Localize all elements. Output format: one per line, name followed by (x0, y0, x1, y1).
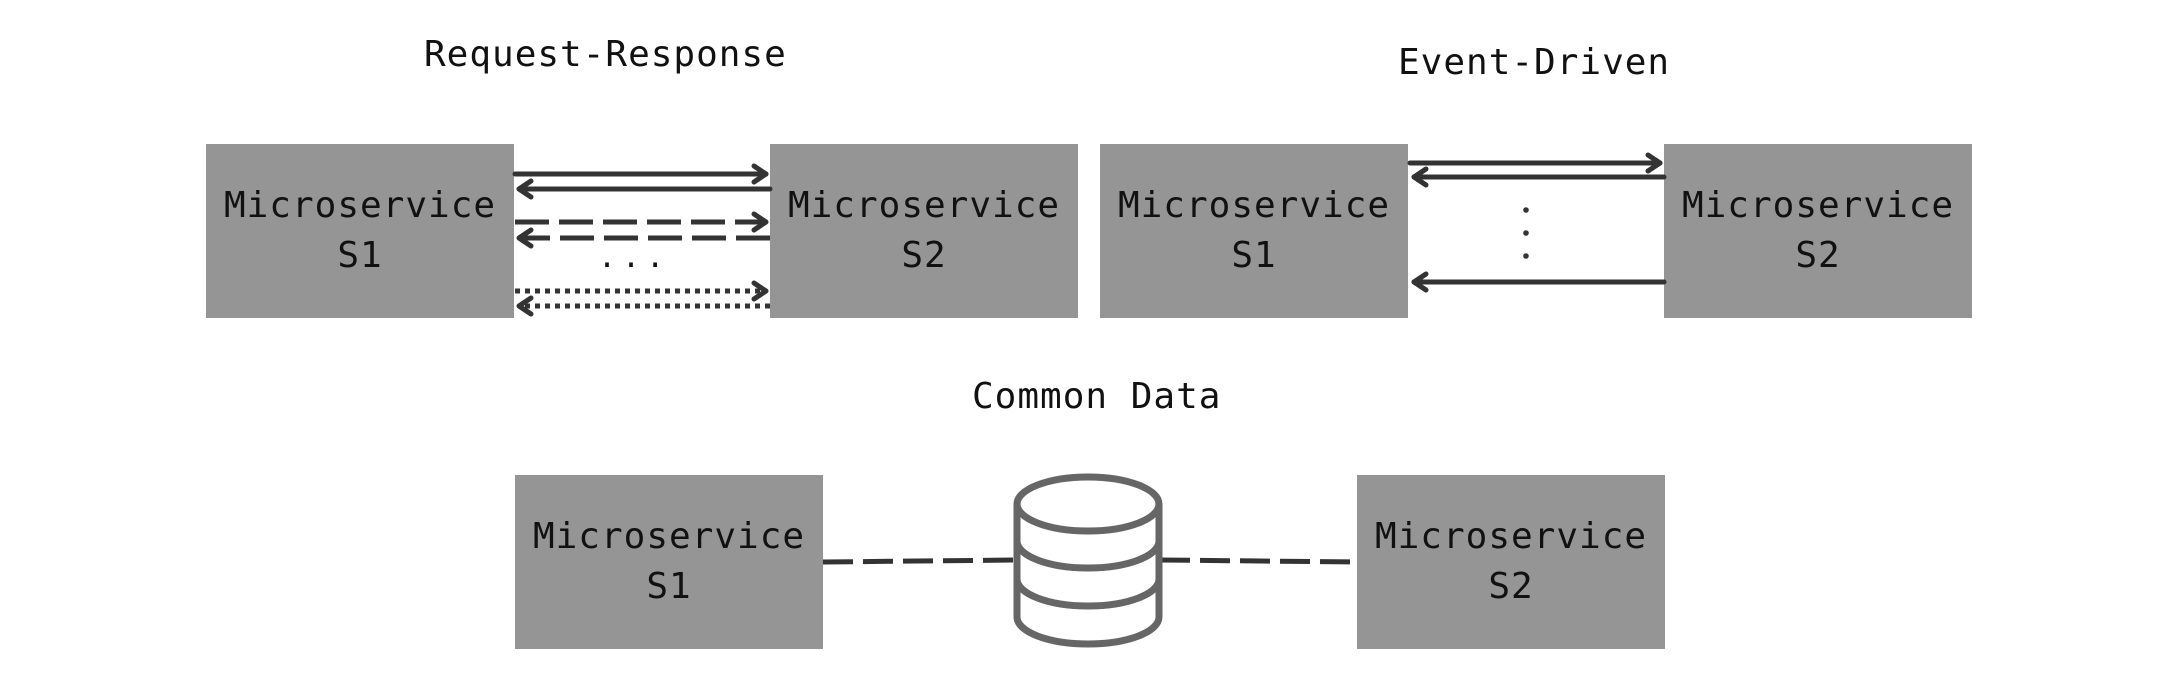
ed-event-arrows (1407, 152, 1667, 293)
ed-microservice-s2-box: Microservice S2 (1664, 144, 1972, 318)
box-id: S1 (337, 235, 383, 276)
cd-microservice-s2-box: Microservice S2 (1357, 475, 1665, 649)
rr-microservice-s2-box: Microservice S2 (770, 144, 1078, 318)
common-data-title: Common Data (972, 376, 1222, 417)
event-driven-title: Event-Driven (1398, 42, 1671, 83)
database-icon (1013, 473, 1163, 648)
box-name: Microservice (787, 185, 1061, 226)
rr-microservice-s1-box: Microservice S1 (206, 144, 514, 318)
cd-data-links (822, 557, 1358, 565)
box-id: S1 (646, 566, 692, 607)
box-name: Microservice (1117, 185, 1391, 226)
request-response-title: Request-Response (424, 34, 787, 75)
box-name: Microservice (223, 185, 497, 226)
box-name: Microservice (532, 516, 806, 557)
ed-vertical-ellipsis (1523, 207, 1529, 259)
box-name: Microservice (1681, 185, 1955, 226)
rr-dashed-arrow-pair (515, 211, 770, 249)
rr-dotted-arrow-pair (515, 280, 770, 317)
box-id: S2 (901, 235, 947, 276)
box-id: S2 (1488, 566, 1534, 607)
cd-microservice-s1-box: Microservice S1 (515, 475, 823, 649)
box-id: S1 (1231, 235, 1277, 276)
rr-more-calls-ellipsis: ... (598, 240, 671, 275)
box-name: Microservice (1374, 516, 1648, 557)
box-id: S2 (1795, 235, 1841, 276)
ed-microservice-s1-box: Microservice S1 (1100, 144, 1408, 318)
rr-solid-arrow-pair (512, 163, 773, 200)
